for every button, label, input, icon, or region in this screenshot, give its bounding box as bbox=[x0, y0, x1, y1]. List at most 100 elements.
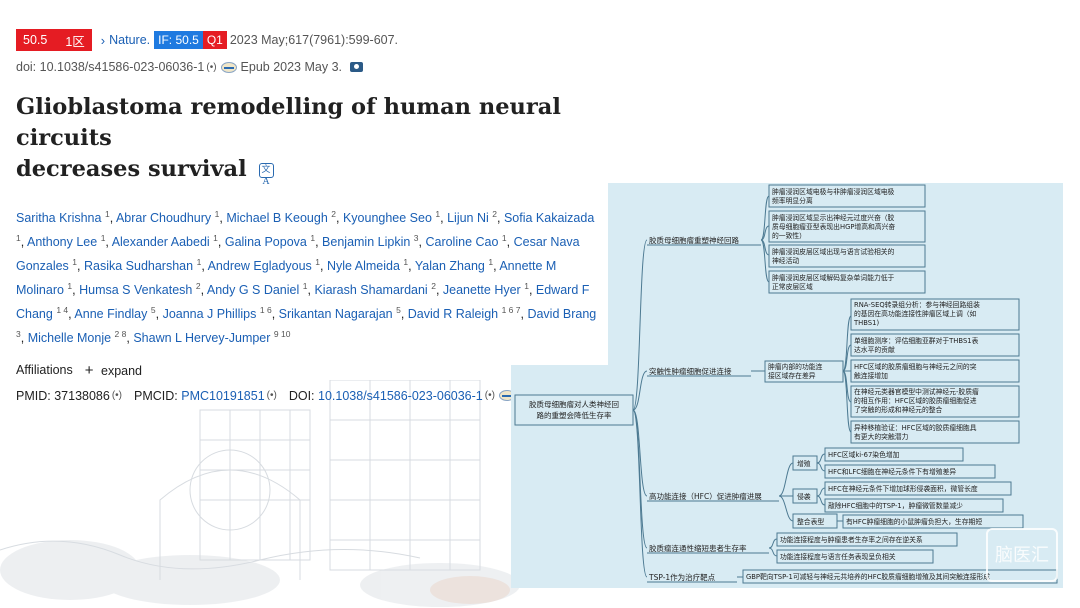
impact-badge[interactable]: 50.5 1区 bbox=[16, 29, 92, 51]
author-affiliation-index: 2 bbox=[492, 209, 497, 219]
author-link[interactable]: Benjamin Lipkin 3 bbox=[322, 233, 418, 250]
author-link[interactable]: Joanna J Phillips 1 6 bbox=[163, 305, 272, 321]
mindmap-branch-1: 胶质母细胞瘤重塑神经回路 bbox=[649, 235, 739, 245]
article-header: 50.5 1区 › Nature. IF: 50.5 Q1 2023 May;6… bbox=[16, 26, 616, 403]
identifier-row: PMID: 37138086 (•) PMCID: PMC10191851 (•… bbox=[16, 389, 616, 403]
author-link[interactable]: Anthony Lee 1 bbox=[27, 233, 105, 250]
author-affiliation-index: 1 bbox=[501, 232, 507, 243]
zone-text: 1区 bbox=[65, 34, 85, 49]
author-link[interactable]: Jeanette Hyer 1 bbox=[443, 281, 529, 297]
author-name: Sofia Kakaizada bbox=[503, 211, 595, 226]
author-link[interactable]: Alexander Aabedi 1 bbox=[111, 232, 218, 250]
author-affiliation-index: 1 bbox=[310, 232, 316, 243]
author-link[interactable]: Edward F Chang 1 4 bbox=[16, 283, 589, 321]
author-name: Edward F Chang bbox=[16, 283, 590, 321]
author-link[interactable]: Kiarash Shamardani 2 bbox=[314, 280, 436, 297]
author-affiliation-index: 1 bbox=[213, 232, 218, 243]
mindmap-leaf: 的基因在高功能连接性肿瘤区域上调（如 bbox=[854, 309, 977, 318]
pmcid-link[interactable]: PMC10191851 bbox=[181, 388, 265, 403]
mindmap-leaf: HFC区域ki-67染色增加 bbox=[828, 450, 900, 459]
author-link[interactable]: Annette M Molinaro 1 bbox=[16, 259, 556, 297]
mindmap-branch-3: 高功能连接（HFC）促进肿瘤进展 bbox=[649, 491, 762, 501]
mindmap-mid: 肿瘤内部的功能连 bbox=[768, 362, 823, 371]
author-link[interactable]: Rasika Sudharshan 1 bbox=[83, 257, 201, 274]
mindmap-branch-5: TSP-1作为治疗靶点 bbox=[648, 572, 716, 582]
author-link[interactable]: Srikantan Nagarajan 5 bbox=[278, 304, 401, 321]
author-link[interactable]: Anne Findlay 5 bbox=[74, 304, 156, 321]
author-link[interactable]: Saritha Krishna 1 bbox=[16, 209, 110, 225]
author-name: Alexander Aabedi bbox=[111, 235, 210, 250]
mindmap-branch-2: 突触性肿瘤细胞促进连接 bbox=[649, 366, 732, 376]
pmcid-label: PMCID: bbox=[134, 388, 178, 403]
citation-date: 2023 May;617(7961):599-607. bbox=[229, 33, 399, 47]
author-link[interactable]: Kyounghee Seo 1 bbox=[343, 209, 440, 225]
author-affiliation-index: 1 bbox=[104, 209, 110, 219]
author-affiliation-index: 1 bbox=[302, 280, 308, 291]
mindmap-leaf: 的一致性） bbox=[772, 231, 806, 240]
author-affiliation-index: 1 bbox=[67, 280, 73, 291]
author-link[interactable]: Michelle Monje 2 8 bbox=[28, 329, 127, 345]
author-link[interactable]: David R Raleigh 1 6 7 bbox=[408, 305, 521, 321]
author-name: Lijun Ni bbox=[447, 211, 489, 226]
author-affiliation-index: 5 bbox=[396, 304, 401, 315]
author-link[interactable]: Shawn L Hervey-Jumper 9 10 bbox=[133, 329, 290, 345]
author-link[interactable]: Abrar Choudhury 1 bbox=[116, 209, 220, 225]
author-affiliation-index: 1 bbox=[214, 209, 220, 219]
author-affiliation-index: 1 bbox=[403, 256, 409, 267]
mindmap-leaf: 功能连接程度与语言任务表现呈负相关 bbox=[780, 552, 896, 561]
mindmap-leaf: 正常皮层区域 bbox=[772, 282, 813, 291]
author-name: Benjamin Lipkin bbox=[322, 235, 411, 250]
author-name: Andrew Egladyous bbox=[207, 259, 312, 274]
journal-meta-row: 50.5 1区 › Nature. IF: 50.5 Q1 2023 May;6… bbox=[16, 26, 616, 54]
expand-button[interactable]: + expand bbox=[85, 362, 142, 379]
author-name: Anthony Lee bbox=[27, 235, 98, 250]
pubmed-link-icon[interactable] bbox=[220, 61, 237, 73]
author-link[interactable]: Caroline Cao 1 bbox=[425, 232, 507, 249]
mindmap-leaf: 的相互作用：HFC区域的胶质瘤细胞促进 bbox=[854, 396, 977, 405]
mindmap-leaf: 有HFC肿瘤细胞的小鼠肿瘤负担大，生存期短 bbox=[846, 517, 982, 526]
camera-icon[interactable] bbox=[350, 62, 363, 72]
author-name: Srikantan Nagarajan bbox=[278, 306, 393, 321]
author-name: Rasika Sudharshan bbox=[83, 259, 194, 274]
mindmap-leaf: 单细胞测序：评估细胞亚群对于THBS1表 bbox=[854, 336, 979, 345]
doi-text: doi: 10.1038/s41586-023-06036-1 bbox=[16, 60, 205, 74]
author-link[interactable]: Andrew Egladyous 1 bbox=[207, 257, 320, 274]
epub-date: Epub 2023 May 3. bbox=[240, 60, 342, 74]
mindmap-leaf: 肿瘤浸润区域电极与非肿瘤浸润区域电极 bbox=[772, 187, 895, 196]
mindmap-root-line2: 路的重塑会降低生存率 bbox=[537, 410, 612, 420]
author-link[interactable]: Lijun Ni 2 bbox=[447, 209, 497, 226]
pmid-value: 37138086 bbox=[54, 388, 110, 403]
journal-link[interactable]: Nature. bbox=[109, 33, 151, 47]
mindmap-leaf: GBP靶向TSP-1可减轻与神经元共培养的HFC胶质瘤细胞增殖及其间突触连接形成 bbox=[746, 572, 990, 581]
author-link[interactable]: Cesar Nava Gonzales 1 bbox=[16, 235, 580, 273]
author-link[interactable]: Nyle Almeida 1 bbox=[327, 256, 409, 273]
author-name: Anne Findlay bbox=[74, 306, 148, 321]
affiliations-row: Affiliations + expand bbox=[16, 362, 616, 379]
signal-icon[interactable]: (•) bbox=[111, 390, 123, 402]
mindmap-leaf: 异种移植验证：HFC区域的胶质瘤细胞具 bbox=[854, 423, 977, 432]
author-affiliation-index: 2 bbox=[331, 209, 336, 219]
page-title: Glioblastoma remodelling of human neural… bbox=[16, 92, 616, 187]
mindmap-leaf: 了突触的形成和神经元的整合 bbox=[854, 405, 943, 414]
affiliations-label: Affiliations bbox=[16, 363, 73, 378]
author-name: Humsa S Venkatesh bbox=[79, 283, 193, 298]
author-affiliation-index: 3 bbox=[16, 328, 21, 339]
author-link[interactable]: David Brang 3 bbox=[16, 307, 596, 345]
translate-icon[interactable]: 文A bbox=[258, 162, 274, 187]
mindmap-branch-4: 胶质瘤连通性缩短患者生存率 bbox=[649, 543, 747, 553]
signal-icon[interactable]: (•) bbox=[266, 390, 277, 402]
chevron-right-icon: › bbox=[100, 32, 106, 48]
signal-icon[interactable]: (•) bbox=[206, 61, 217, 73]
signal-icon[interactable]: (•) bbox=[484, 390, 495, 402]
author-affiliation-index: 2 bbox=[431, 280, 436, 291]
author-link[interactable]: Humsa S Venkatesh 2 bbox=[79, 281, 200, 298]
mindmap-mid: 增殖 bbox=[797, 459, 811, 468]
author-link[interactable]: Yalan Zhang 1 bbox=[415, 257, 493, 273]
author-link[interactable]: Galina Popova 1 bbox=[225, 232, 316, 249]
author-link[interactable]: Michael B Keough 2 bbox=[226, 209, 336, 225]
author-link[interactable]: Andy G S Daniel 1 bbox=[207, 280, 308, 297]
author-affiliation-index: 1 bbox=[16, 232, 21, 243]
author-affiliation-index: 5 bbox=[150, 304, 156, 315]
doi-link[interactable]: 10.1038/s41586-023-06036-1 bbox=[318, 388, 483, 403]
author-link[interactable]: Sofia Kakaizada 1 bbox=[16, 211, 594, 249]
